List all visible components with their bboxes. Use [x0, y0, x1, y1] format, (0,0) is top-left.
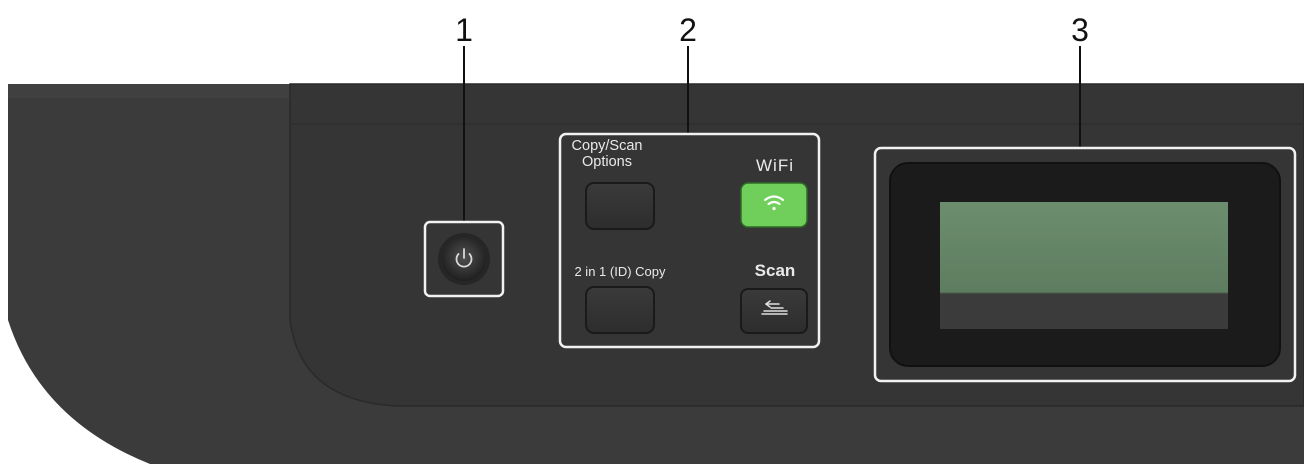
- copy-scan-options-button[interactable]: [586, 183, 654, 229]
- copy-scan-options-label-line2: Options: [582, 153, 632, 170]
- copy-scan-options-button-shape: [585, 182, 655, 230]
- scan-icon: [761, 300, 788, 315]
- lcd-highlight-box: [873, 146, 1297, 383]
- callout-number-1: 1: [455, 12, 473, 48]
- wifi-icon: [763, 195, 785, 211]
- power-highlight-box: [423, 220, 505, 298]
- button-group-highlight-box: [558, 132, 821, 349]
- id-copy-button-shape: [585, 286, 655, 334]
- copy-scan-options-label-line1: Copy/Scan: [571, 138, 643, 154]
- power-icon: [455, 248, 473, 268]
- wifi-button[interactable]: [741, 183, 807, 227]
- id-copy-label: 2 in 1 (ID) Copy: [574, 264, 666, 279]
- power-button[interactable]: [438, 233, 490, 285]
- callout-number-2: 2: [679, 12, 697, 48]
- id-copy-button[interactable]: [586, 287, 654, 333]
- power-button-face: [442, 237, 486, 281]
- lcd-lower-strip: [940, 293, 1228, 329]
- wifi-label: WiFi: [756, 156, 794, 175]
- lcd-screen: [940, 202, 1228, 293]
- scan-label: Scan: [754, 261, 796, 280]
- scan-button[interactable]: [741, 289, 807, 333]
- copy-scan-options-label: Copy/Scan Options: [562, 138, 652, 171]
- callout-number-3: 3: [1071, 12, 1089, 48]
- wifi-button-shape: [740, 182, 808, 228]
